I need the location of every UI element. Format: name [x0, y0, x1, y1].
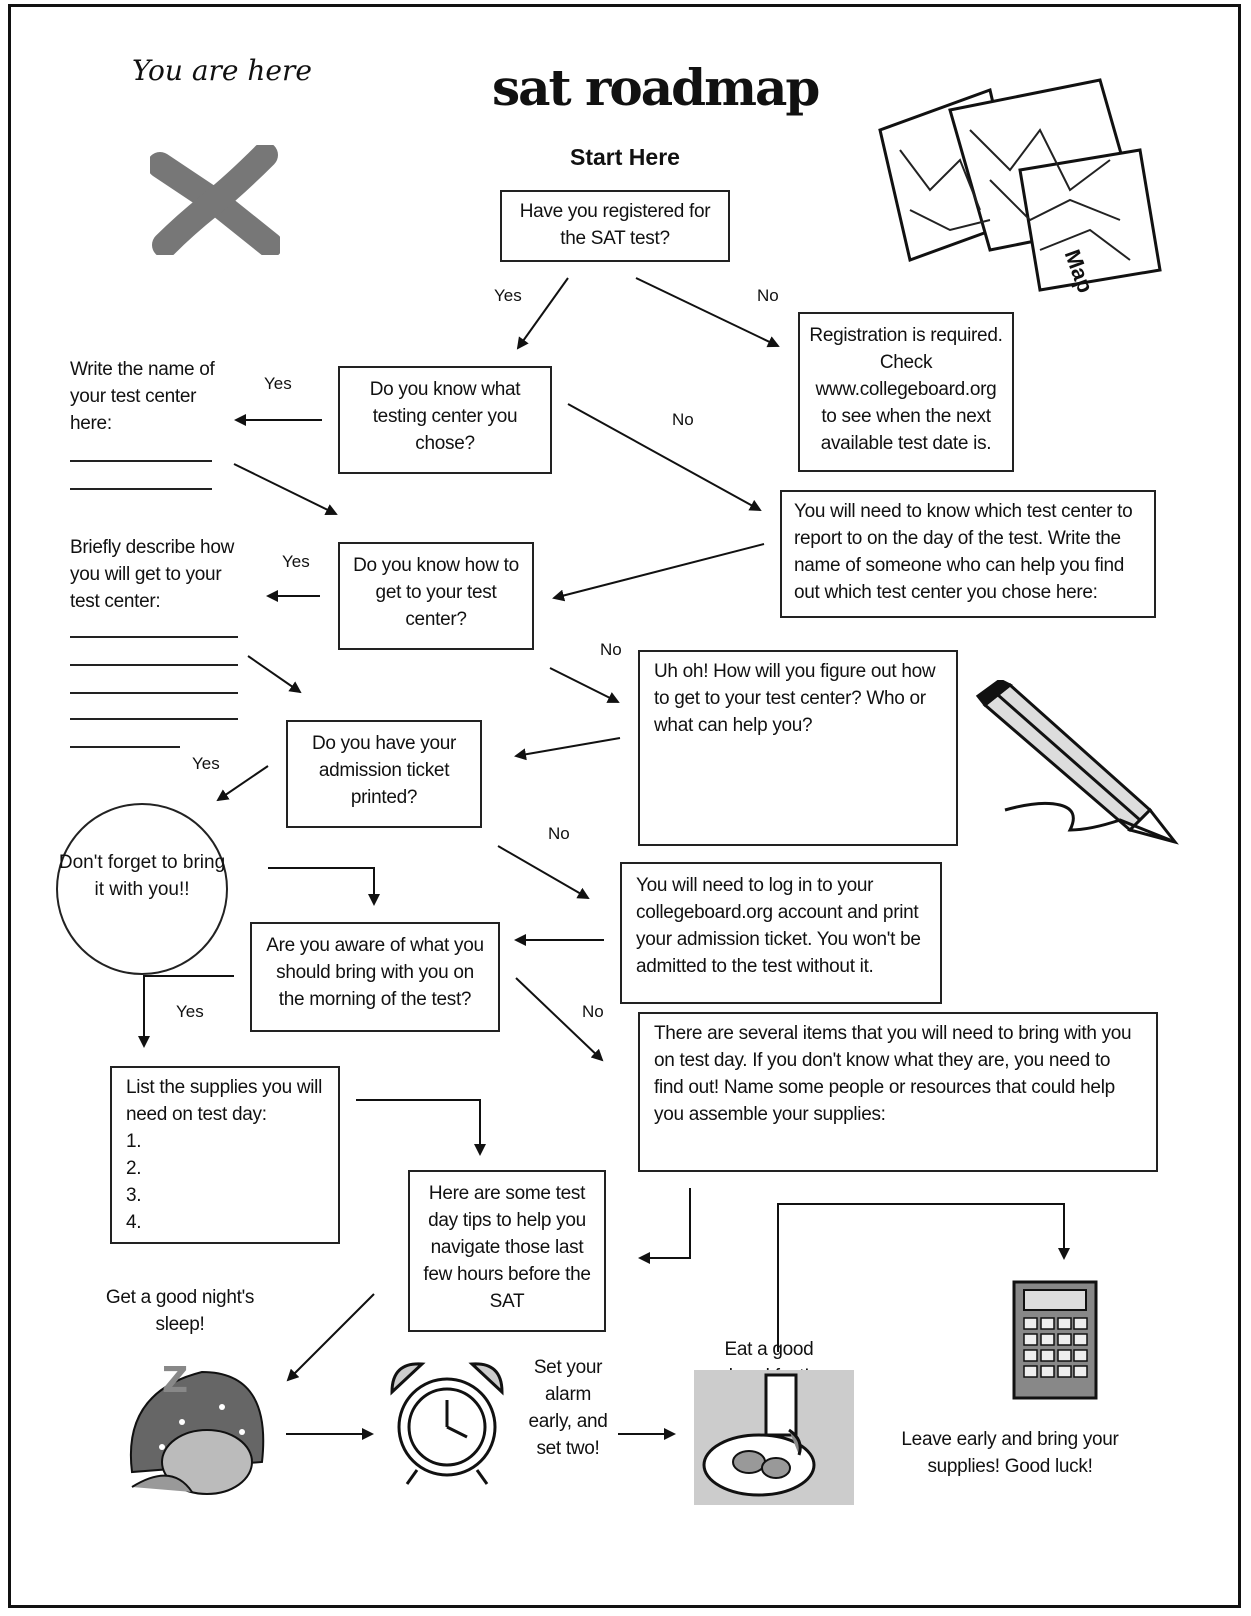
calculator-icon: [1012, 1280, 1098, 1400]
tips-box: Here are some test day tips to help you …: [408, 1170, 606, 1332]
know-how-to-get-question-box: Do you know how to get to your test cent…: [338, 542, 534, 650]
registered-question-box: Have you registered for the SAT test?: [500, 190, 730, 262]
you-are-here-label: You are here: [132, 54, 312, 87]
uh-oh-box: Uh oh! How will you figure out how to ge…: [638, 650, 958, 846]
page-title: sat roadmap: [492, 58, 820, 117]
answer-line: [70, 636, 238, 638]
registration-required-box: Registration is required. Check www.coll…: [798, 312, 1014, 472]
list-item: 4.: [126, 1212, 142, 1233]
no-label: No: [548, 824, 570, 843]
answer-line: [70, 718, 238, 720]
yes-label: Yes: [192, 754, 220, 773]
answer-line: [70, 460, 212, 462]
admission-ticket-question-box: Do you have your admission ticket printe…: [286, 720, 482, 828]
yes-label: Yes: [176, 1002, 204, 1021]
no-label: No: [600, 640, 622, 659]
start-here-label: Start Here: [570, 144, 680, 170]
write-center-prompt: Write the name of your test center here:: [70, 359, 215, 434]
page-frame: [8, 4, 1241, 1608]
breakfast-icon: [694, 1370, 854, 1505]
no-label: No: [582, 1002, 604, 1021]
yes-label: Yes: [282, 552, 310, 571]
alarm-tip: Set your alarm early, and set two!: [528, 1357, 608, 1459]
pencil-icon: [975, 680, 1179, 845]
answer-line: [70, 664, 238, 666]
describe-route-prompt: Briefly describe how you will get to you…: [70, 537, 235, 612]
list-supplies-box: List the supplies you will need on test …: [110, 1066, 340, 1244]
no-label: No: [757, 286, 779, 305]
need-to-know-center-box: You will need to know which test center …: [780, 490, 1156, 618]
list-item: 3.: [126, 1185, 142, 1206]
yes-label: Yes: [264, 374, 292, 393]
yes-label: Yes: [494, 286, 522, 305]
sleep-tip: Get a good night's sleep!: [105, 1287, 255, 1335]
sleep-letter: Z: [162, 1360, 188, 1401]
leave-early-tip: Leave early and bring your supplies! Goo…: [901, 1429, 1119, 1477]
aware-bring-question-box: Are you aware of what you should bring w…: [250, 922, 500, 1032]
answer-line: [70, 692, 238, 694]
several-items-box: There are several items that you will ne…: [638, 1012, 1158, 1172]
no-label: No: [672, 410, 694, 429]
dont-forget-circle: Don't forget to bring it with you!!: [56, 803, 228, 975]
map-icon: Map: [878, 78, 1162, 296]
log-in-box: You will need to log in to your collegeb…: [620, 862, 942, 1004]
answer-line: [70, 746, 180, 748]
answer-line: [70, 488, 212, 490]
alarm-clock-icon: [390, 1362, 504, 1485]
list-item: 1.: [126, 1131, 142, 1152]
x-mark-icon: [150, 145, 280, 255]
sleeping-person-icon: Z: [129, 1360, 265, 1495]
know-center-question-box: Do you know what testing center you chos…: [338, 366, 552, 474]
list-supplies-prompt: List the supplies you will need on test …: [126, 1077, 323, 1125]
list-item: 2.: [126, 1158, 142, 1179]
